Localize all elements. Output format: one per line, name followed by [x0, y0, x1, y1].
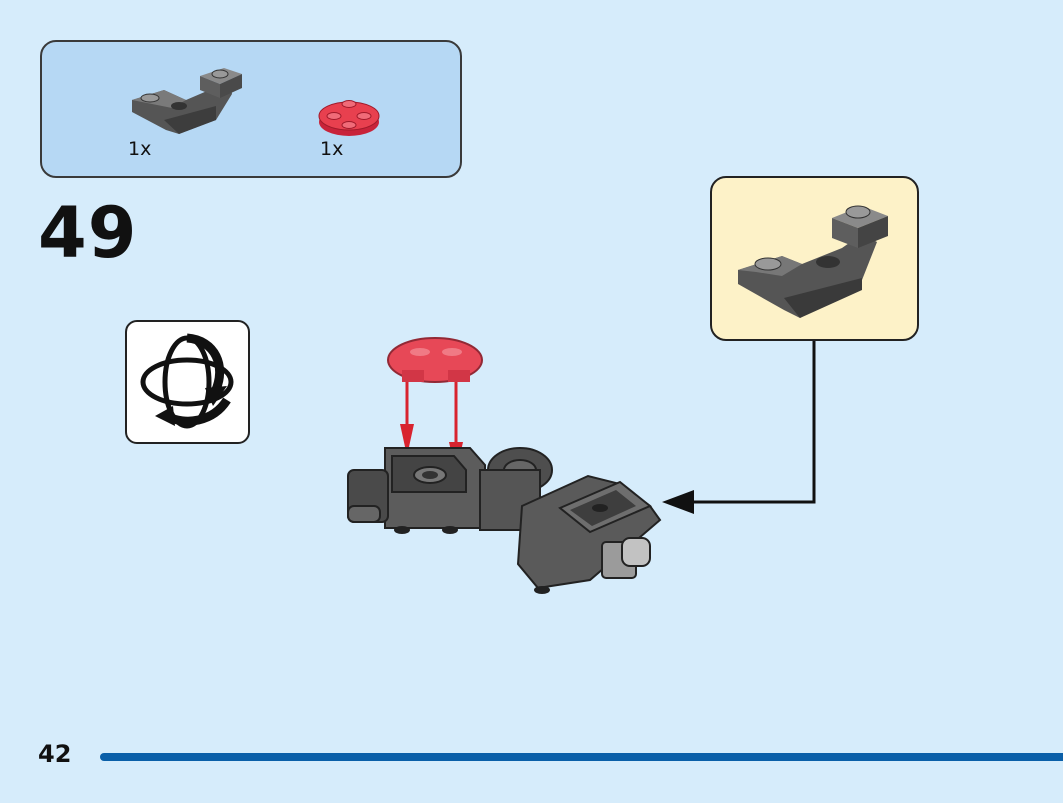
part-quantity-1: 1x	[128, 138, 152, 160]
subassembly-callout	[710, 176, 919, 341]
round-plate-part-icon	[318, 100, 380, 136]
part-quantity-2: 1x	[320, 138, 344, 160]
parts-list-box: 1x 1x	[40, 40, 462, 178]
rotate-model-icon	[140, 333, 234, 429]
model-assembly	[347, 337, 662, 594]
page-number: 42	[38, 740, 72, 768]
step-number: 49	[38, 192, 138, 274]
inverted-slope-part-icon	[132, 68, 242, 134]
page-progress-bar	[100, 753, 1063, 761]
rotate-instruction-box	[125, 320, 250, 444]
inverted-slope-callout-icon	[738, 205, 888, 318]
